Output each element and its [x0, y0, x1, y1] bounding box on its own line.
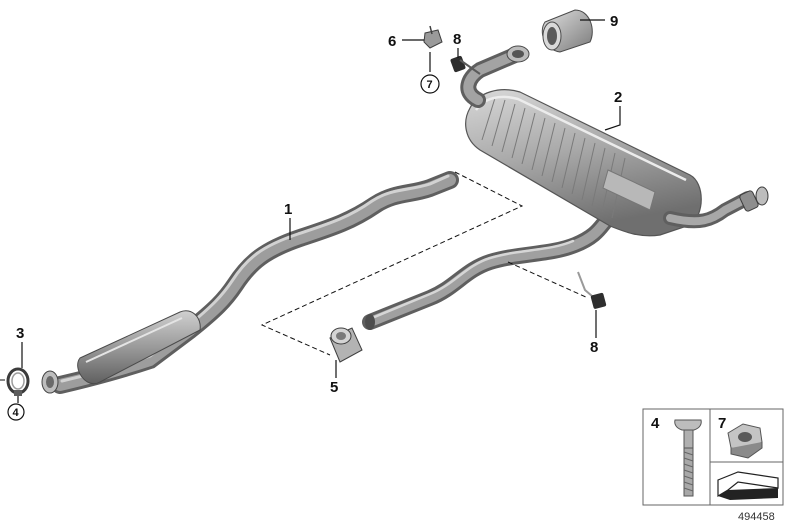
callout-8-upper: 8: [453, 31, 461, 48]
legend-label-7: 7: [718, 415, 726, 432]
assembly-dashed-lines: [0, 171, 589, 381]
rear-muffler: [465, 89, 702, 237]
rubber-mount-upper: [450, 55, 481, 75]
legend-label-4: 4: [651, 415, 660, 432]
bracket: [423, 25, 443, 49]
pipe-clamp: [329, 327, 363, 363]
bolt-icon: [674, 419, 702, 497]
callout-3: 3: [16, 325, 24, 342]
callout-4-circle: [7, 403, 25, 421]
callout-4: 4: [13, 407, 20, 419]
rubber-mount-lower: [577, 271, 607, 309]
callout-7: 7: [427, 79, 433, 91]
callout-8-lower: 8: [590, 339, 598, 356]
tailpipe-trim: [541, 9, 593, 53]
callout-2: 2: [614, 89, 622, 106]
muffler-inlet-bend: [460, 45, 530, 108]
reference-number: 494458: [738, 511, 775, 523]
muffler-outlet-pipe: [663, 186, 769, 229]
callout-9: 9: [610, 13, 618, 30]
callout-5: 5: [330, 379, 338, 396]
inlet-flange: [41, 370, 59, 394]
muffler-ribs: [481, 97, 626, 219]
callout-6: 6: [388, 33, 396, 50]
callout-7-circle: [420, 74, 440, 94]
parts-legend-box: 4 7: [642, 408, 784, 506]
clamp-ring: [6, 367, 30, 396]
nut-icon: [727, 423, 763, 459]
leader-lines: [17, 19, 621, 403]
front-pipe: [41, 171, 459, 394]
outlet-clamp: [739, 186, 769, 212]
callout-1: 1: [284, 201, 292, 218]
rear-intermediate-pipe: [362, 214, 613, 330]
center-silencer: [77, 310, 201, 385]
direction-arrow-icon: [717, 471, 779, 500]
